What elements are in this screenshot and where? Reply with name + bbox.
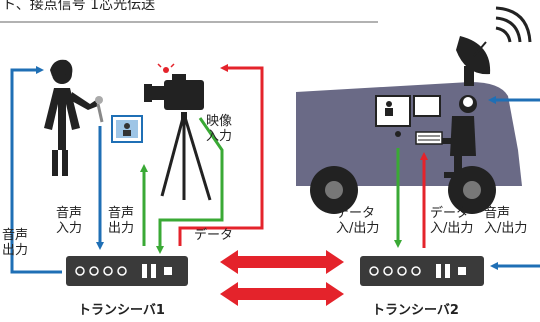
video-in-line [156,117,224,254]
woman-icon [44,59,98,176]
monitor-icon [375,95,441,127]
headset-icon [463,97,473,107]
camera-icon [144,74,204,110]
audio-io-line [488,96,540,270]
transceiver-1-label: トランシーバ1 [78,303,165,318]
data-io-label-2: データ 入/出力 [430,206,474,236]
video-in-label: 映像 入力 [206,114,233,144]
transceiver-2-label: トランシーバ2 [372,303,459,318]
tripod-icon [160,112,212,201]
data-io-label-1: データ 入/出力 [336,206,380,236]
audio-out-line [10,66,62,274]
microphone-icon [95,96,104,123]
camera-data-line [178,64,264,246]
page-title: ト、接点信号 1芯光伝送 [2,0,156,13]
audio-in-label: 音声 入力 [56,206,83,236]
audio-out-label: 音声 出力 [2,228,29,258]
data-label: データ [194,228,234,243]
satellite-dish-icon [456,36,491,86]
keyboard-icon [395,131,443,145]
audio-out-cam-label: 音声 出力 [108,206,135,236]
transceiver-1-device [66,256,188,286]
monitor-icon [111,115,143,143]
audio-io-label: 音声 入/出力 [484,206,528,236]
fiber-link-arrows [220,250,344,306]
transceiver-2-device [360,256,484,286]
tally-light-icon [157,63,175,73]
wifi-signal-icon [495,6,532,43]
